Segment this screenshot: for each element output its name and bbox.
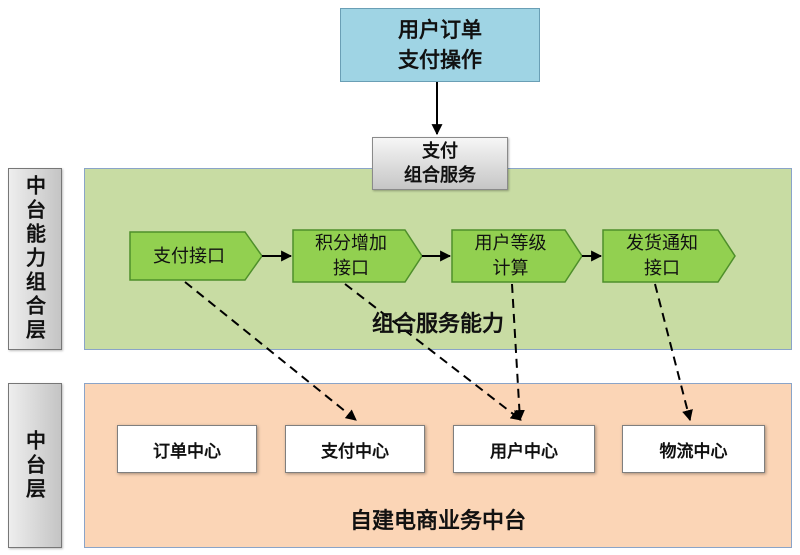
interface-shape-shipping <box>602 229 736 283</box>
user-order-payment-box: 用户订单 支付操作 <box>340 8 540 82</box>
platform-layer-title: 自建电商业务中台 <box>349 509 526 534</box>
capability-layer-side-label: 中台能力组合层 <box>8 168 62 350</box>
payment-composite-service-box: 支付 组合服务 <box>372 137 508 190</box>
platform-layer-side-label: 中台层 <box>8 383 62 548</box>
dashed-arrow-user-level-to-user-center <box>511 283 525 422</box>
capability-layer-title: 组合服务能力 <box>371 312 504 337</box>
platform-layer-side-label-text: 中台层 <box>22 429 47 502</box>
dashed-arrow-payment-to-payment-center <box>184 281 357 421</box>
interface-label-shipping: 发货通知 接口 <box>626 233 698 279</box>
interface-label-payment: 支付接口 <box>153 245 225 267</box>
interface-shape-user-level <box>451 229 583 283</box>
capability-layer-side-label-text: 中台能力组合层 <box>22 175 47 343</box>
interface-label-user-level: 用户等级 计算 <box>474 233 547 279</box>
dashed-arrow-points-to-user-center <box>344 283 522 421</box>
order-center-box: 订单中心 <box>117 425 257 473</box>
user-center-box: 用户中心 <box>453 425 595 473</box>
interface-shape-points <box>292 229 423 283</box>
payment-center-box: 支付中心 <box>285 425 425 473</box>
dashed-arrow-shipping-to-logistics-center <box>654 283 693 422</box>
interface-shape-payment <box>129 231 263 281</box>
interface-label-points: 积分增加 接口 <box>315 233 387 279</box>
logistics-center-box: 物流中心 <box>622 425 765 473</box>
